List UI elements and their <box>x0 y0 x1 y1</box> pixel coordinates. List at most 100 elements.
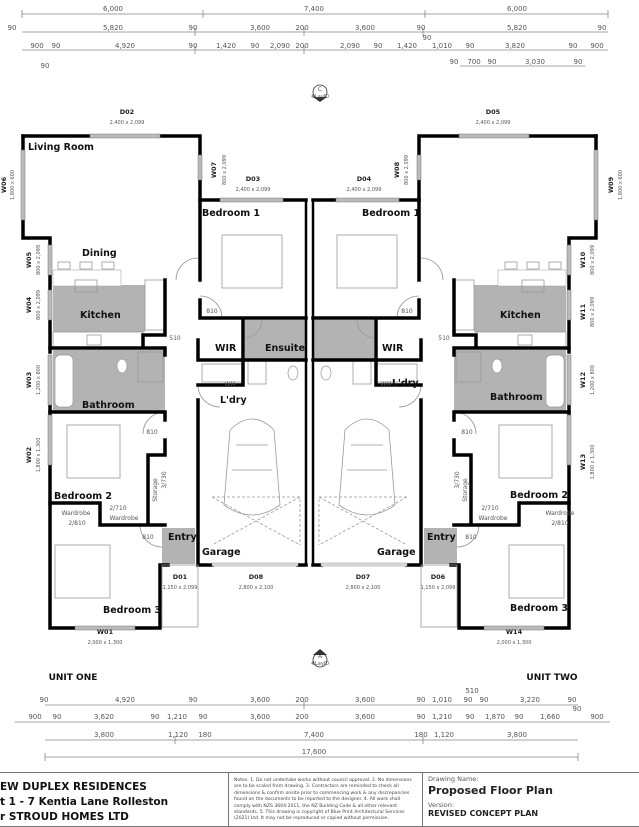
room-label: Wardrobe <box>110 515 139 522</box>
dimension-label: 6,000 <box>507 5 527 13</box>
dimension-label: 1,420 <box>216 42 236 50</box>
notes-text: Notes. 1. Do not undertake works without… <box>234 778 412 822</box>
room-label: Wardrobe <box>546 510 575 517</box>
dimension-label: 90 <box>450 58 459 66</box>
note: 810 <box>461 429 473 436</box>
opening-id: D01 <box>173 573 188 581</box>
dimension-label: 90 <box>41 62 50 70</box>
room-label: Wardrobe <box>479 515 508 522</box>
opening-id: W09 <box>607 176 615 193</box>
dimension-label: 90 <box>374 42 383 50</box>
dimension-label: 4,920 <box>115 696 135 704</box>
room-label: Dining <box>82 248 117 259</box>
dimension-label: 900 <box>28 713 41 721</box>
opening-size: 800 x 2,099 <box>404 155 410 185</box>
dimension-label: 90 <box>417 696 426 704</box>
project-address: t 1 - 7 Kentia Lane Rolleston <box>0 796 169 808</box>
dimension-label: 1,210 <box>167 713 187 721</box>
unit-one-label: UNIT ONE <box>49 673 98 683</box>
dimension-label: 5,820 <box>103 24 123 32</box>
room-label: Bathroom <box>82 400 135 411</box>
dimension-label: 3,030 <box>525 58 545 66</box>
opening-id: D04 <box>357 175 372 183</box>
dimension-label: 3,600 <box>355 713 375 721</box>
opening-size: 2,400 x 2,099 <box>236 187 271 193</box>
dimension-label: 3,800 <box>507 731 527 739</box>
dimension-label: 90 <box>423 34 432 42</box>
dimension-label: 7,400 <box>304 731 324 739</box>
opening-size: 800 x 2,099 <box>590 245 596 275</box>
dimension-label: 510 <box>465 687 478 695</box>
opening-size: 2,000 x 1,300 <box>88 640 123 646</box>
dimension-label: 90 <box>598 24 607 32</box>
dimension-label: 1,010 <box>432 42 452 50</box>
dimension-label: 90 <box>568 696 577 704</box>
room-label: Entry <box>427 532 456 543</box>
room-label: L'dry <box>392 378 419 389</box>
note: WM <box>380 381 391 388</box>
title-block-drawing: Drawing Name: Proposed Floor Plan Versio… <box>423 772 639 827</box>
opening-id: D05 <box>486 108 501 116</box>
note: 2/810 <box>551 520 568 527</box>
dimension-label: 1,870 <box>485 713 505 721</box>
dimension-label: 3,620 <box>94 713 114 721</box>
note: 2/710 <box>481 505 498 512</box>
note: 810 <box>465 534 477 541</box>
room-label: Bedroom 2 <box>54 491 112 502</box>
dimension-label: 17,600 <box>302 748 327 756</box>
dimension-label: 90 <box>53 713 62 721</box>
room-label: Wardrobe <box>62 510 91 517</box>
dimension-label: 2,090 <box>270 42 290 50</box>
opening-size: 800 x 2,099 <box>590 297 596 327</box>
dimension-label: 90 <box>488 58 497 66</box>
opening-size: 1,150 x 2,099 <box>163 585 198 591</box>
dimension-label: 3,800 <box>94 731 114 739</box>
dimension-label: 90 <box>251 42 260 50</box>
opening-size: 2,000 x 1,300 <box>497 640 532 646</box>
dimension-label: 900 <box>590 42 603 50</box>
project-title: EW DUPLEX RESIDENCES <box>0 781 147 793</box>
room-label: Kitchen <box>500 310 541 321</box>
dimension-label: 200 <box>295 42 308 50</box>
opening-size: 1,800 x 1,300 <box>590 445 596 480</box>
room-label: Storage <box>152 478 159 502</box>
dimension-label: 2,090 <box>340 42 360 50</box>
opening-size: 2,400 x 2,099 <box>347 187 382 193</box>
opening-size: 1,800 x 600 <box>10 170 16 200</box>
opening-id: W03 <box>25 372 33 388</box>
project-client: r STROUD HOMES LTD <box>0 811 129 823</box>
note: 510 <box>438 335 450 342</box>
section-marker-a: A #LayID <box>311 649 329 668</box>
opening-size: 800 x 2,099 <box>36 245 42 275</box>
dimension-label: 90 <box>417 713 426 721</box>
dimension-label: 1,120 <box>434 731 454 739</box>
dimension-label: 200 <box>295 24 308 32</box>
opening-size: 2,400 x 2,099 <box>110 120 145 126</box>
dimension-label: 1,120 <box>168 731 188 739</box>
unit-two-plan <box>311 132 600 632</box>
opening-id: W05 <box>25 251 33 268</box>
opening-id: W08 <box>393 161 401 178</box>
dimension-label: 90 <box>569 42 578 50</box>
opening-size: 1,150 x 2,099 <box>421 585 456 591</box>
dimension-label: 90 <box>515 713 524 721</box>
dimension-label: 4,920 <box>115 42 135 50</box>
dimension-label: 3,600 <box>250 24 270 32</box>
opening-id: W10 <box>579 251 587 268</box>
unit-two-labels: Kitchen Bedroom 1 WIR Bathroom L'dry Bed… <box>346 108 624 646</box>
dimensions-bottom: 90 4,920 90 3,600 200 3,600 90 1,010 510… <box>28 687 603 756</box>
dimension-label: 3,600 <box>250 713 270 721</box>
dimension-label: 90 <box>466 713 475 721</box>
room-label: L'dry <box>220 395 247 406</box>
dimension-label: 3,820 <box>505 42 525 50</box>
title-block-notes: Notes. 1. Do not undertake works without… <box>228 772 423 827</box>
dimension-lines <box>15 10 610 761</box>
dimension-label: 200 <box>295 713 308 721</box>
room-label: WIR <box>382 343 404 354</box>
dimension-label: 180 <box>198 731 211 739</box>
opening-size: 800 x 2,099 <box>36 290 42 320</box>
opening-size: 800 x 2,099 <box>222 155 228 185</box>
note: 810 <box>206 308 218 315</box>
room-label: Garage <box>377 547 416 558</box>
dimension-label: 90 <box>189 696 198 704</box>
